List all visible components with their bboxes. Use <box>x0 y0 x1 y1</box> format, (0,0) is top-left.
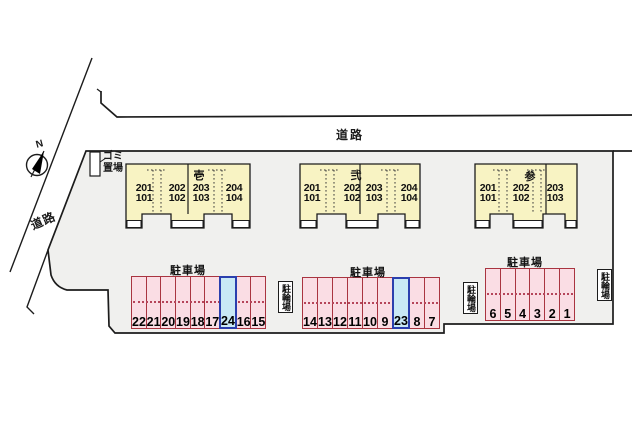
unit-lower: 101 <box>303 191 321 204</box>
unit-lower: 102 <box>343 191 361 204</box>
unit-label: 203 103 <box>539 182 571 204</box>
parking-lot-2-label: 駐車場 <box>350 267 386 279</box>
unit-lower: 102 <box>168 191 186 204</box>
garbage-box <box>89 151 101 177</box>
unit-upper: 204 <box>400 182 418 194</box>
unit-lower: 104 <box>225 191 243 204</box>
parking-space: 7 <box>424 277 440 329</box>
road-top-upper-line <box>100 91 633 118</box>
unit-label: 201 101 <box>128 182 160 204</box>
unit-upper: 202 <box>168 182 186 194</box>
garbage-label-line2: 置場 <box>103 162 123 174</box>
parking-space: 21 <box>145 276 162 329</box>
parking-lot-2: 14 13 12 11 10 9 23 8 7 <box>302 277 440 329</box>
unit-upper: 204 <box>225 182 243 194</box>
road-label-top: 道路 <box>335 128 364 142</box>
unit-lower: 101 <box>135 191 153 204</box>
garbage-label-connector <box>99 157 107 163</box>
unit-upper: 203 <box>546 182 564 194</box>
parking-space: 22 <box>131 276 147 329</box>
parking-space: 18 <box>189 276 206 329</box>
parking-lot-3: 6 5 4 3 2 1 <box>485 268 575 321</box>
building-1-name: 壱 <box>193 170 205 182</box>
parking-lot-1-label: 駐車場 <box>170 265 206 277</box>
parking-space: 8 <box>409 277 425 329</box>
parking-space: 16 <box>235 276 252 329</box>
parking-space: 5 <box>499 268 516 321</box>
building-1-shape <box>125 163 251 229</box>
parking-space: 20 <box>160 276 177 329</box>
parking-space: 3 <box>529 268 546 321</box>
garbage-area-label: ゴミ 置場 <box>103 151 123 174</box>
unit-label: 203 103 <box>185 182 217 204</box>
unit-upper: 201 <box>135 182 153 194</box>
building-3-name: 参 <box>524 171 536 183</box>
unit-upper: 202 <box>343 182 361 194</box>
parking-space: 4 <box>514 268 531 321</box>
unit-upper: 201 <box>479 182 497 194</box>
road-left-inner-line <box>26 249 49 315</box>
parking-lot-1: 22 21 20 19 18 17 24 16 15 <box>131 276 267 329</box>
unit-label: 202 102 <box>505 182 537 204</box>
parking-space: 2 <box>544 268 561 321</box>
building-2-shape <box>299 163 421 229</box>
road-left-outer-line <box>9 57 93 273</box>
unit-upper: 202 <box>512 182 530 194</box>
building-3-shape <box>474 163 578 229</box>
unit-lower: 103 <box>546 191 564 204</box>
compass-icon <box>25 150 49 178</box>
bicycle-parking-label: 駐輪場 <box>597 269 612 301</box>
unit-lower: 102 <box>512 191 530 204</box>
unit-upper: 203 <box>192 182 210 194</box>
parking-space: 12 <box>332 277 348 329</box>
building-2-name: 弐 <box>350 170 362 182</box>
parking-space: 13 <box>317 277 333 329</box>
parking-space: 14 <box>302 277 318 329</box>
parking-space-highlighted: 23 <box>392 277 410 329</box>
unit-lower: 103 <box>365 191 383 204</box>
unit-label: 203 103 <box>358 182 390 204</box>
parking-space: 10 <box>362 277 378 329</box>
parking-space: 9 <box>377 277 393 329</box>
bicycle-parking-label: 駐輪場 <box>463 282 478 314</box>
parking-lot-3-label: 駐車場 <box>507 257 543 269</box>
unit-label: 204 104 <box>393 182 425 204</box>
unit-lower: 101 <box>479 191 497 204</box>
parking-space: 11 <box>347 277 363 329</box>
unit-label: 202 102 <box>336 182 368 204</box>
unit-lower: 104 <box>400 191 418 204</box>
bicycle-parking-label: 駐輪場 <box>278 281 293 313</box>
road-top-upper-tick <box>96 88 102 93</box>
unit-label: 204 104 <box>218 182 250 204</box>
parking-space: 15 <box>250 276 267 329</box>
garbage-label-line1: ゴミ <box>103 151 123 162</box>
parking-space: 17 <box>204 276 221 329</box>
unit-label: 201 101 <box>296 182 328 204</box>
parking-space-highlighted: 24 <box>219 276 237 329</box>
parking-space: 19 <box>175 276 191 329</box>
unit-label: 201 101 <box>472 182 504 204</box>
unit-upper: 201 <box>303 182 321 194</box>
unit-label: 202 102 <box>161 182 193 204</box>
unit-upper: 203 <box>365 182 383 194</box>
parking-space: 6 <box>485 268 501 321</box>
unit-lower: 103 <box>192 191 210 204</box>
parking-space: 1 <box>559 268 575 321</box>
